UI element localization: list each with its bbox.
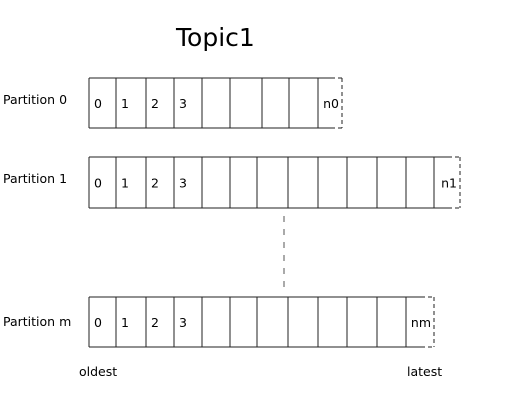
partition-row-2: Partition m 0 1 2 3 nm bbox=[3, 296, 435, 348]
offset-label: 0 bbox=[94, 96, 102, 111]
partition-label-0: Partition 0 bbox=[3, 92, 67, 107]
offset-label: n0 bbox=[323, 96, 339, 111]
offset-label: 3 bbox=[179, 96, 187, 111]
offset-label: 3 bbox=[179, 176, 187, 191]
partition-label-2: Partition m bbox=[3, 314, 71, 329]
partition-row-1: Partition 1 0 1 2 3 n1 bbox=[3, 156, 461, 209]
offset-label: 3 bbox=[179, 315, 187, 330]
partition-log-1: 0 1 2 3 n1 bbox=[88, 156, 461, 209]
offset-label: 2 bbox=[151, 176, 159, 191]
offset-label: 0 bbox=[94, 176, 102, 191]
offset-label: 2 bbox=[151, 96, 159, 111]
offset-label: n1 bbox=[441, 176, 457, 191]
offset-label: nm bbox=[411, 315, 431, 330]
partition-label-1: Partition 1 bbox=[3, 171, 67, 186]
diagram-title: Topic1 bbox=[175, 23, 255, 52]
partition-log-2: 0 1 2 3 nm bbox=[88, 296, 435, 348]
offset-label: 2 bbox=[151, 315, 159, 330]
offset-label: 1 bbox=[121, 176, 129, 191]
offset-label: 0 bbox=[94, 315, 102, 330]
offset-label: 1 bbox=[121, 96, 129, 111]
partition-row-0: Partition 0 0 1 2 3 n0 bbox=[3, 77, 343, 129]
offset-label: 1 bbox=[121, 315, 129, 330]
oldest-label: oldest bbox=[79, 364, 117, 379]
partition-log-0: 0 1 2 3 n0 bbox=[88, 77, 343, 129]
latest-label: latest bbox=[407, 364, 442, 379]
